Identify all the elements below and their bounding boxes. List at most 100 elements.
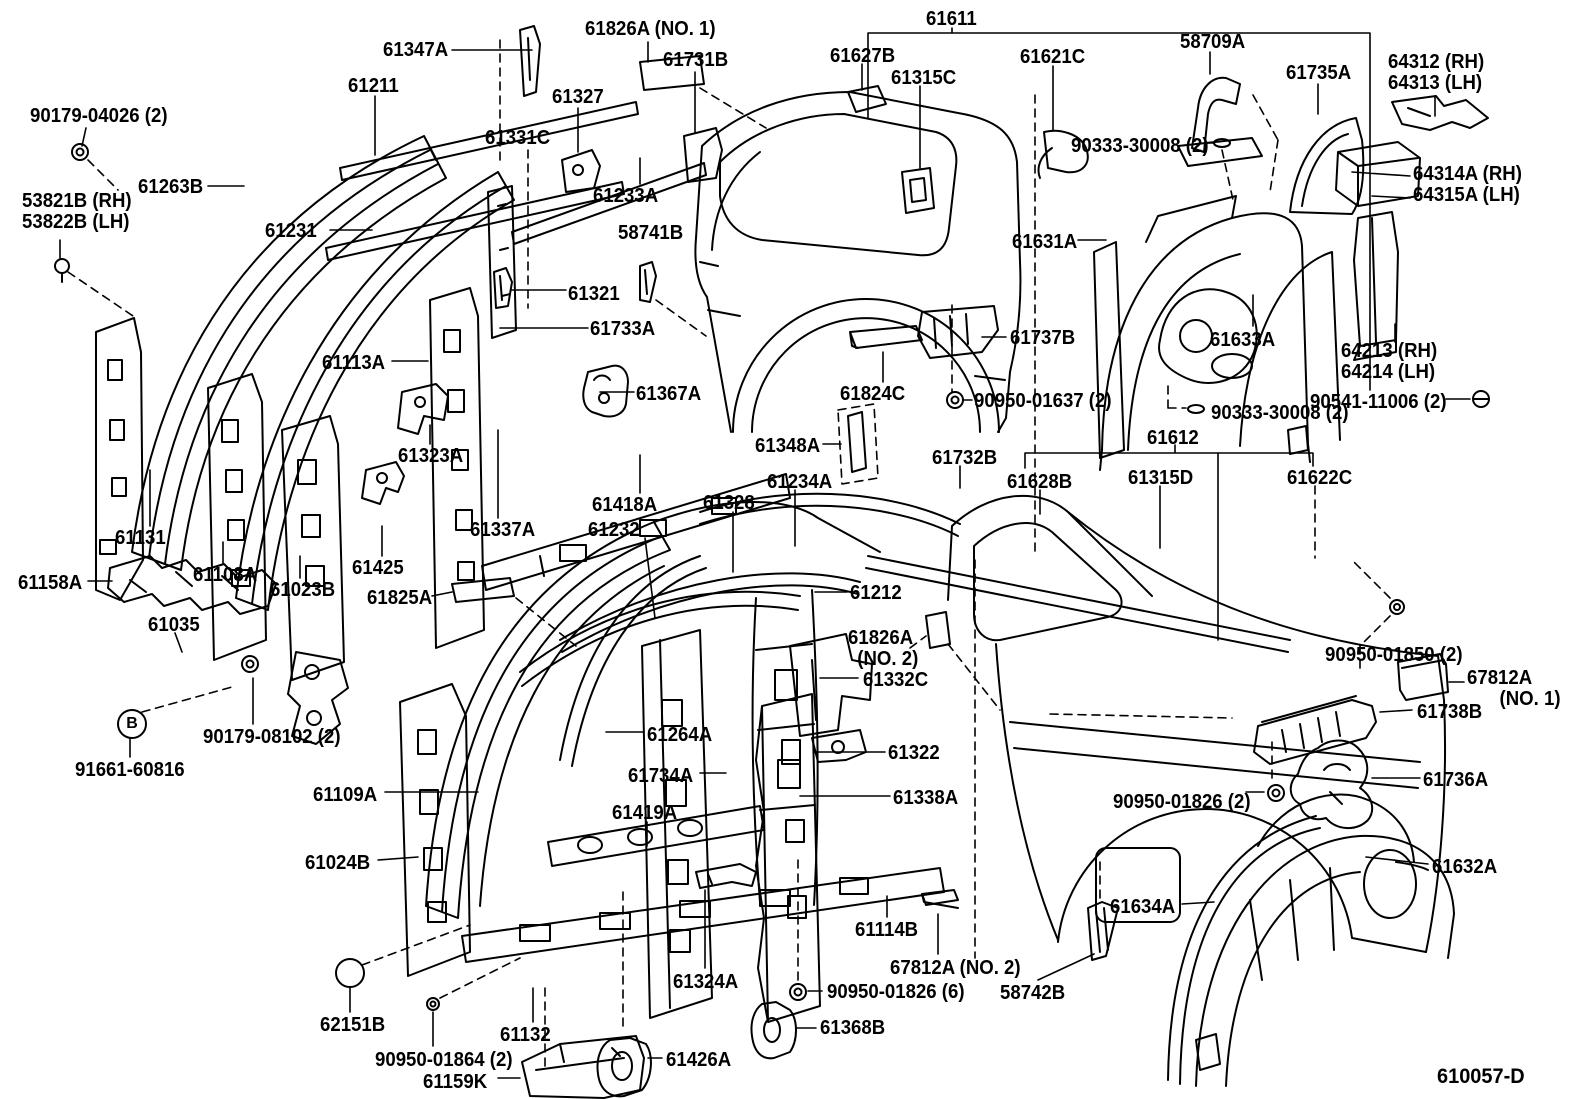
part-label-61322: 61322 bbox=[888, 742, 940, 764]
fastener-glyphs bbox=[54, 138, 1490, 1011]
part-label-64213-64214: 64213 (RH)64214 (LH) bbox=[1341, 340, 1438, 383]
part-label-61113A: 61113A bbox=[322, 352, 386, 374]
part-label-53821B-53822B: 53821B (RH)53822B (LH) bbox=[22, 190, 132, 233]
clip-icon bbox=[54, 258, 70, 283]
part-label-61738B: 61738B bbox=[1417, 701, 1483, 723]
part-label-61315C: 61315C bbox=[891, 67, 957, 89]
part-label-64312-64313: 64312 (RH)64313 (LH) bbox=[1388, 51, 1485, 94]
part-label-58741B: 58741B bbox=[618, 222, 684, 244]
part-label-61338A: 61338A bbox=[893, 787, 959, 809]
part-label-61627B: 61627B bbox=[830, 45, 896, 67]
part-label-61331C: 61331C bbox=[485, 127, 551, 149]
part-label-61367A: 61367A bbox=[636, 383, 702, 405]
part-label-61327: 61327 bbox=[552, 86, 604, 108]
part-label-61735A: 61735A bbox=[1286, 62, 1352, 84]
bolt-icon bbox=[789, 983, 807, 1001]
part-label-61233A: 61233A bbox=[593, 185, 659, 207]
part-label-61108A: 61108A bbox=[193, 564, 258, 586]
part-label-61211: 61211 bbox=[348, 75, 399, 97]
part-label-61824C: 61824C bbox=[840, 383, 906, 405]
part-label-61825A: 61825A bbox=[367, 587, 433, 609]
part-label-61733A: 61733A bbox=[590, 318, 656, 340]
part-label-90950-01850: 90950-01850 (2) bbox=[1325, 644, 1463, 666]
diagram-code: 610057-D bbox=[1437, 1065, 1525, 1088]
part-label-61736A: 61736A bbox=[1423, 769, 1489, 791]
part-label-61264A: 61264A bbox=[647, 724, 713, 746]
part-label-64314A-64315A: 64314A (RH)64315A (LH) bbox=[1413, 163, 1522, 206]
part-label-61628B: 61628B bbox=[1007, 471, 1073, 493]
corner-panels-art bbox=[1177, 76, 1489, 361]
rear-quarter-panel-upper-art bbox=[694, 85, 1089, 473]
part-label-61631A: 61631A bbox=[1012, 231, 1078, 253]
part-label-90950-01637: 90950-01637 (2) bbox=[974, 390, 1112, 412]
front-door-frame-art bbox=[95, 135, 517, 681]
part-label-61109A: 61109A bbox=[313, 784, 378, 806]
part-label-61263B: 61263B bbox=[138, 176, 204, 198]
part-label-90333-30008-b: 90333-30008 (2) bbox=[1211, 402, 1349, 424]
part-label-callout-b: B bbox=[117, 709, 147, 739]
part-label-61826A-no1: 61826A (NO. 1) bbox=[585, 18, 716, 40]
part-label-61347A: 61347A bbox=[383, 39, 449, 61]
part-label-61611: 61611 bbox=[926, 8, 977, 30]
part-label-61612: 61612 bbox=[1147, 427, 1199, 449]
part-label-61131: 61131 bbox=[115, 527, 166, 549]
part-label-90179-04026: 90179-04026 (2) bbox=[30, 105, 168, 127]
part-label-90950-01864: 90950-01864 (2) bbox=[375, 1049, 513, 1071]
part-label-61337A: 61337A bbox=[470, 519, 536, 541]
part-label-61419A: 61419A bbox=[612, 802, 678, 824]
part-label-61114B: 61114B bbox=[855, 919, 919, 941]
part-label-61622C: 61622C bbox=[1287, 467, 1353, 489]
part-label-61734A: 61734A bbox=[628, 765, 694, 787]
part-label-90333-30008-a: 90333-30008 (2) bbox=[1071, 135, 1209, 157]
part-label-61023B: 61023B bbox=[270, 579, 336, 601]
part-label-67812A-no2: 67812A (NO. 2) bbox=[890, 957, 1021, 979]
part-label-61737B: 61737B bbox=[1010, 327, 1076, 349]
part-label-61159K: 61159K bbox=[423, 1071, 488, 1093]
wheelhouse-inner-art bbox=[1093, 195, 1341, 471]
bolt-icon bbox=[426, 997, 440, 1011]
dashed-leader-lines bbox=[67, 39, 1391, 1071]
screw-icon bbox=[1187, 404, 1205, 414]
nut-icon bbox=[71, 143, 89, 161]
part-label-61323A: 61323A bbox=[398, 445, 464, 467]
part-label-61621C: 61621C bbox=[1020, 46, 1086, 68]
part-label-61324A: 61324A bbox=[673, 971, 739, 993]
part-label-61231: 61231 bbox=[265, 220, 317, 242]
roof-side-rails-art bbox=[325, 25, 723, 505]
small-parts-art bbox=[107, 555, 951, 1099]
part-label-90541-11006: 90541-11006 (2) bbox=[1310, 391, 1447, 413]
grommet-icon bbox=[1472, 390, 1490, 408]
part-label-61158A: 61158A bbox=[18, 572, 83, 594]
part-label-67812A-no1: 67812A(NO. 1) bbox=[1467, 667, 1561, 710]
part-label-61368B: 61368B bbox=[820, 1017, 886, 1039]
part-label-61632A: 61632A bbox=[1432, 856, 1498, 878]
part-label-61132: 61132 bbox=[500, 1024, 551, 1046]
part-label-61321: 61321 bbox=[568, 283, 620, 305]
part-label-58709A: 58709A bbox=[1180, 31, 1246, 53]
body-side-lower-art bbox=[399, 473, 1447, 1023]
bolt-icon bbox=[1267, 784, 1285, 802]
part-label-90950-01826-6: 90950-01826 (6) bbox=[827, 981, 965, 1003]
part-label-61328: 61328 bbox=[703, 492, 755, 514]
part-label-61024B: 61024B bbox=[305, 852, 371, 874]
part-label-61731B: 61731B bbox=[663, 49, 729, 71]
part-label-61633A: 61633A bbox=[1210, 329, 1276, 351]
part-label-61348A: 61348A bbox=[755, 435, 821, 457]
part-label-91661-60816: 91661-60816 bbox=[75, 759, 185, 781]
part-label-61826A-no2: 61826A(NO. 2) bbox=[848, 627, 919, 670]
rear-wheelhouse-lower-art bbox=[921, 653, 1455, 1087]
part-label-61232: 61232 bbox=[588, 519, 640, 541]
part-label-61418A: 61418A bbox=[592, 494, 658, 516]
bolt-icon bbox=[1389, 599, 1405, 615]
nut-icon bbox=[241, 655, 259, 673]
leader-lines bbox=[59, 27, 1471, 1079]
part-label-61234A: 61234A bbox=[767, 471, 833, 493]
part-label-61732B: 61732B bbox=[932, 447, 998, 469]
part-label-61425: 61425 bbox=[352, 557, 404, 579]
screw-icon bbox=[1213, 138, 1231, 148]
part-label-62151B: 62151B bbox=[320, 1014, 386, 1036]
part-label-90179-08102: 90179-08102 (2) bbox=[203, 726, 341, 748]
